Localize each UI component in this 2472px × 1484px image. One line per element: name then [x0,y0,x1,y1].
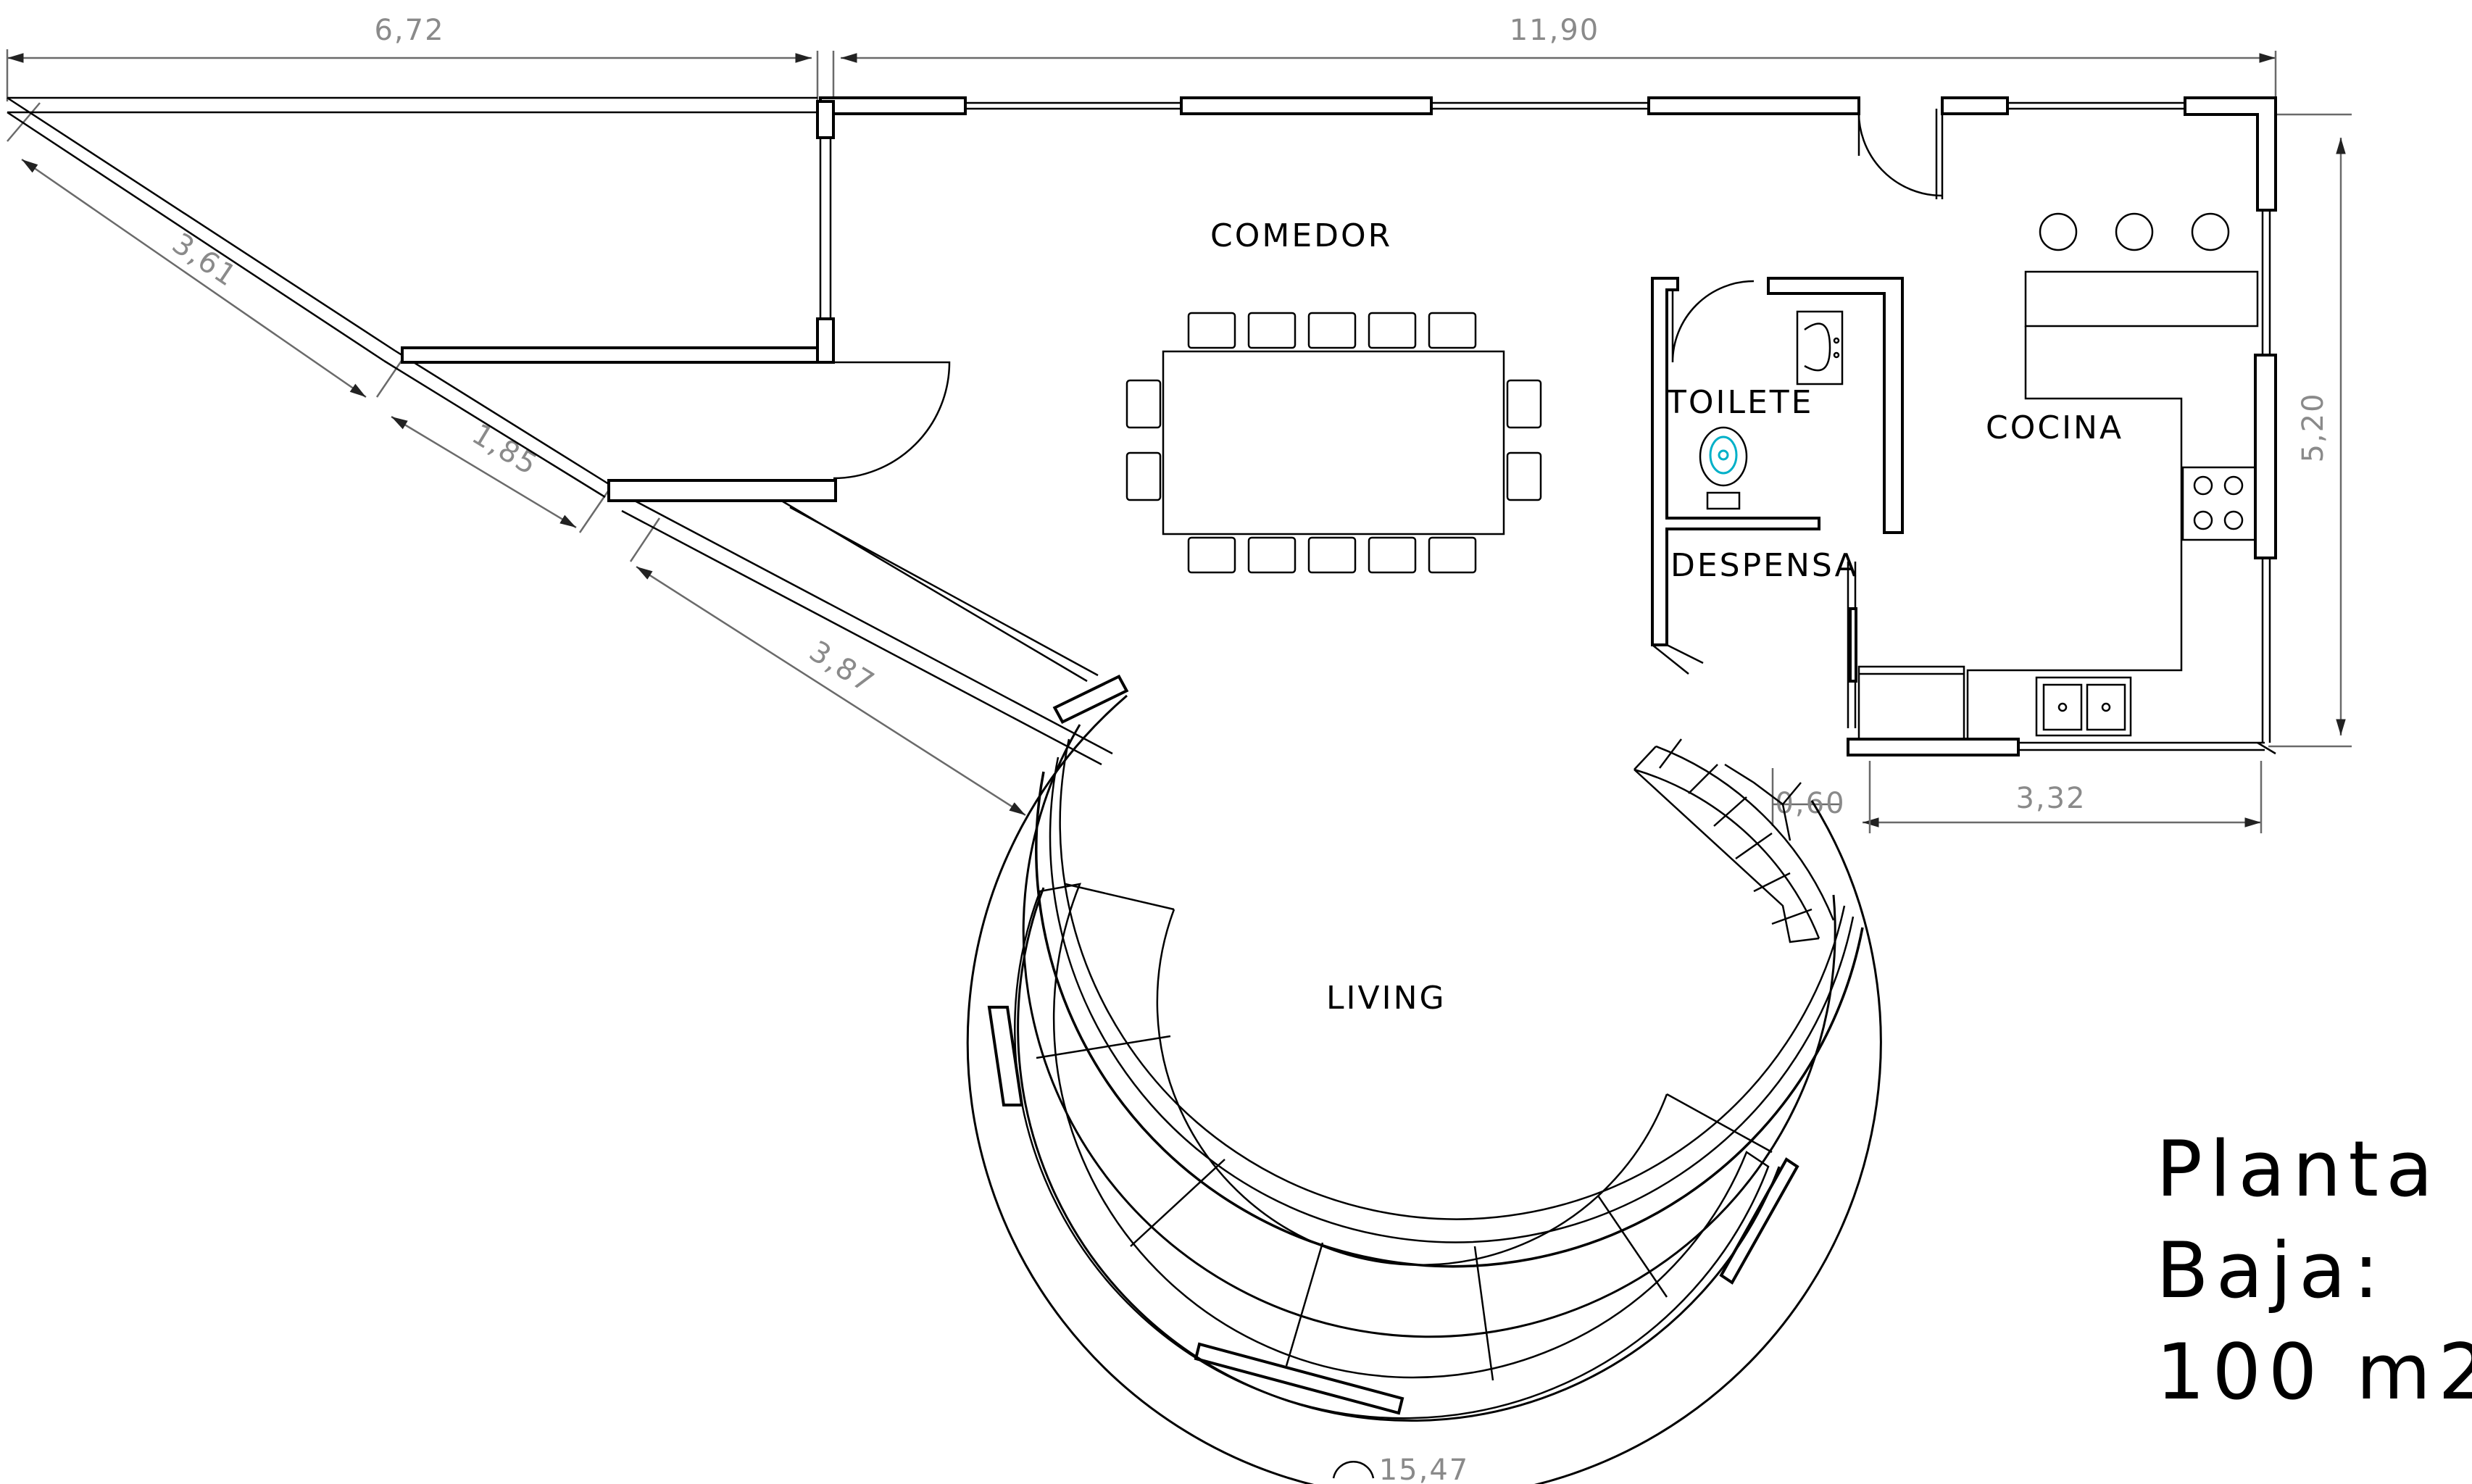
spiral-stairs [1634,738,1835,943]
arc-marker-icon [1332,1461,1375,1479]
room-label-toilete: TOILETE [1666,384,1813,421]
room-label-cocina: COCINA [1986,409,2123,446]
dimension-lines [6,49,2352,833]
title-line-1: Planta [2156,1125,2440,1214]
room-label-living: LIVING [1326,980,1447,1017]
service-rooms [1651,277,1904,728]
dining-table [1125,312,1542,574]
dimension-label: 5,20 [2297,392,2330,462]
dimension-label: 6,72 [374,14,444,47]
dimension-label: 3,87 [804,635,881,700]
dimension-label: 15,47 [1379,1454,1470,1484]
doors [833,108,1944,480]
title-line-3: 100 m2 [2156,1327,2472,1417]
curved-sofa [1014,883,1781,1422]
dimension-label: 0,60 [1775,787,1845,820]
dimension-label: 11,90 [1510,14,1600,47]
plan-title: Planta Baja: 100 m2 [2156,1125,2472,1417]
kitchen-fixtures [1857,212,2259,741]
room-label-despensa: DESPENSA [1670,547,1859,584]
title-line-2: Baja: [2156,1226,2386,1315]
dimension-label: 1,85 [466,417,544,482]
dimension-label: 3,32 [2015,782,2086,815]
room-label-comedor: COMEDOR [1210,217,1392,254]
room-labels: COMEDOR TOILETE COCINA DESPENSA LIVING [1210,217,2123,1017]
exterior-walls [7,96,2277,766]
